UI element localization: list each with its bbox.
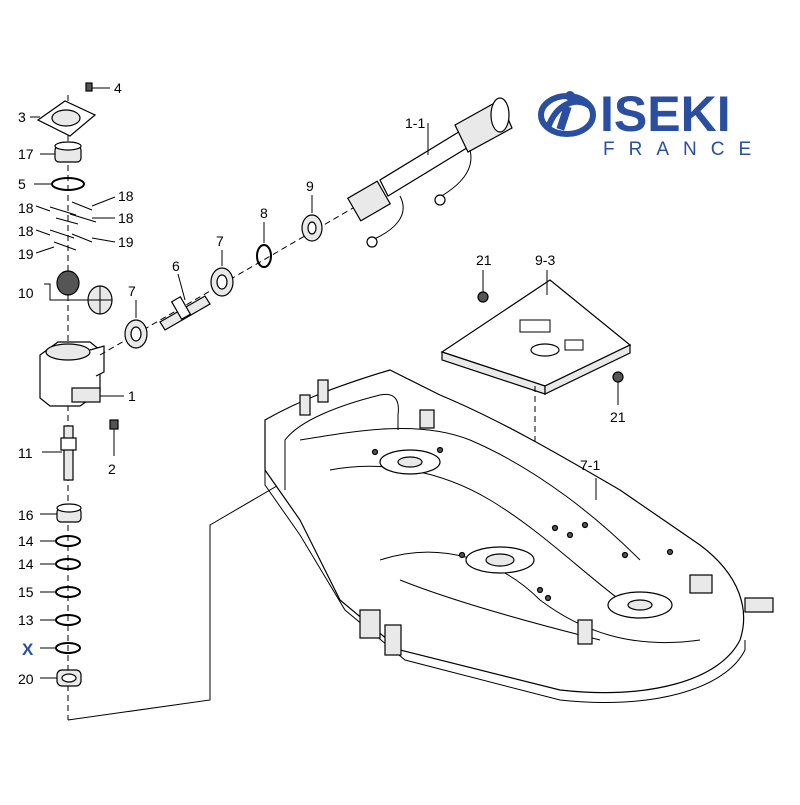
- callout-21-a: 21: [476, 252, 492, 268]
- callout-8: 8: [260, 205, 268, 221]
- callout-9-3: 9-3: [535, 252, 555, 268]
- part-bevel-gears-10: [44, 270, 113, 315]
- callout-3: 3: [18, 109, 26, 125]
- part-circlip-8: [256, 222, 272, 268]
- callout-21-b: 21: [610, 409, 626, 425]
- callout-1-1: 1-1: [405, 115, 425, 131]
- callout-18-d: 18: [18, 223, 34, 239]
- brand-country: FRANCE: [603, 139, 765, 160]
- callout-7-b: 7: [216, 233, 224, 249]
- brand-swoosh-icon: [538, 91, 596, 137]
- part-shims-18-19: [35, 196, 116, 254]
- part-bearing-7-upper: [210, 250, 234, 297]
- callout-4: 4: [114, 80, 122, 96]
- part-washers: [40, 535, 81, 654]
- callout-18-c: 18: [118, 210, 134, 226]
- part-plug-2: [109, 419, 119, 456]
- callout-9: 9: [306, 178, 314, 194]
- callout-11: 11: [18, 445, 33, 461]
- callout-10: 10: [18, 285, 34, 301]
- callout-x: X: [22, 640, 34, 659]
- callout-18-b: 18: [18, 200, 34, 216]
- part-oring-5: [34, 177, 85, 191]
- part-seal-9: [301, 195, 323, 242]
- part-pto-shaft-1-1: [346, 97, 513, 248]
- part-gear-housing-1: [39, 341, 124, 407]
- part-input-shaft-6: [159, 273, 211, 331]
- part-bearing-7-lower: [124, 300, 148, 349]
- part-bolt-4: [85, 82, 110, 92]
- input-axis-line: [99, 139, 471, 356]
- part-bearing-17: [40, 141, 82, 163]
- callout-15: 15: [18, 584, 34, 600]
- part-plate-9-3: [440, 270, 632, 600]
- part-shaft-11: [42, 425, 77, 481]
- callout-2: 2: [108, 461, 116, 477]
- callout-14-a: 14: [18, 533, 34, 549]
- callout-18-a: 18: [118, 188, 134, 204]
- callout-14-b: 14: [18, 556, 34, 572]
- callout-6: 6: [172, 258, 180, 274]
- callout-16: 16: [18, 507, 34, 523]
- brand-name: ISEKI: [600, 86, 731, 142]
- callout-7-a: 7: [128, 283, 136, 299]
- part-cover-3: [30, 100, 97, 137]
- callout-13: 13: [18, 612, 34, 628]
- brand-logo: ISEKI FRANCE: [538, 86, 765, 160]
- callout-19-b: 19: [18, 246, 34, 262]
- part-bearing-16: [40, 503, 82, 523]
- assembly-leader-line: [67, 454, 331, 721]
- callout-7-1: 7-1: [580, 457, 600, 473]
- part-mower-deck-7-1: [264, 369, 774, 703]
- callout-5: 5: [18, 176, 26, 192]
- callout-20: 20: [18, 671, 34, 687]
- callout-17: 17: [18, 146, 34, 162]
- callout-1: 1: [128, 388, 136, 404]
- part-seal-20: [40, 669, 82, 687]
- callout-19-a: 19: [118, 234, 134, 250]
